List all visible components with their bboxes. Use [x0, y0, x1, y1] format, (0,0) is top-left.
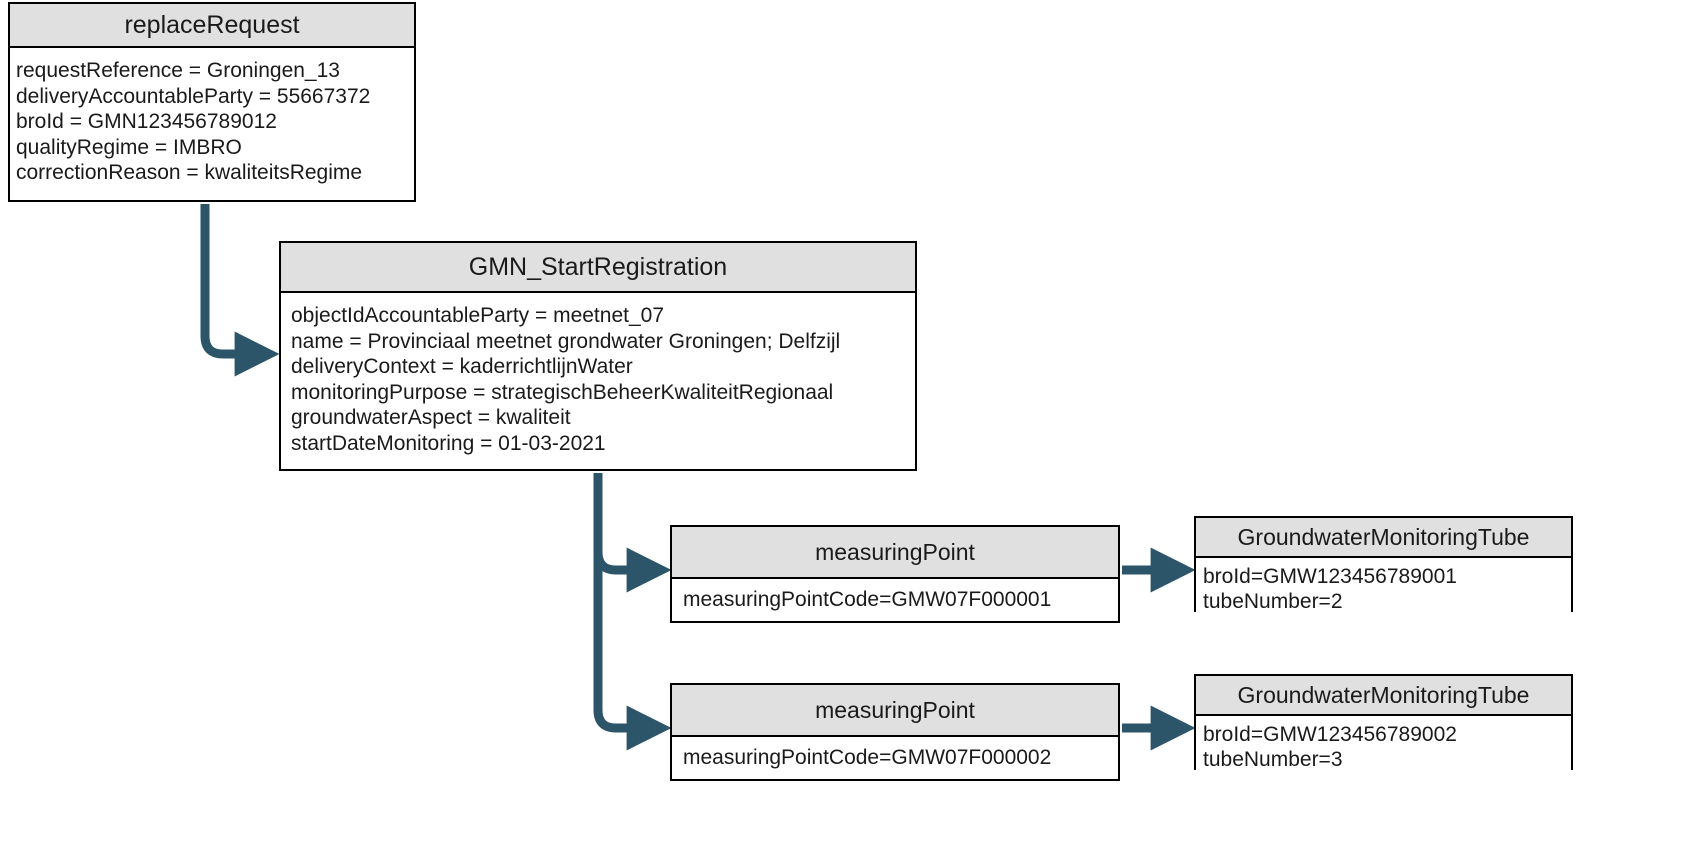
uml-box-attributes: requestReference = Groningen_13 delivery…: [10, 48, 414, 192]
uml-box-header: GroundwaterMonitoringTube: [1196, 518, 1571, 558]
uml-box-attributes: measuringPointCode=GMW07F000002: [672, 737, 1118, 778]
attribute-row: measuringPointCode=GMW07F000001: [683, 588, 1052, 611]
uml-box-attributes: objectIdAccountableParty = meetnet_07 na…: [281, 293, 915, 462]
uml-box-gmn-startregistration: GMN_StartRegistration objectIdAccountabl…: [279, 241, 917, 471]
attribute-row: name = Provinciaal meetnet grondwater Gr…: [291, 329, 841, 353]
attribute-row: tubeNumber=3: [1203, 748, 1343, 771]
attribute-row: groundwaterAspect = kwaliteit: [291, 406, 571, 429]
uml-box-groundwater-monitoring-tube-1: GroundwaterMonitoringTube broId=GMW12345…: [1194, 516, 1573, 618]
attribute-row: qualityRegime = IMBRO: [16, 135, 242, 159]
uml-box-replace-request: replaceRequest requestReference = Gronin…: [8, 2, 416, 202]
uml-box-attributes: measuringPointCode=GMW07F000001: [672, 579, 1118, 620]
connector-startregistration-to-measuringpoint-2: [593, 473, 672, 751]
attribute-row: deliveryAccountableParty = 55667372: [16, 84, 371, 108]
attribute-row: startDateMonitoring = 01-03-2021: [291, 431, 606, 455]
attribute-row: requestReference = Groningen_13: [16, 59, 340, 82]
attribute-row: broId=GMW123456789001: [1203, 565, 1457, 588]
attribute-row: tubeNumber=2: [1203, 590, 1343, 613]
attribute-row: monitoringPurpose = strategischBeheerKwa…: [291, 380, 834, 404]
connector-startregistration-to-measuringpoint-1: [593, 473, 672, 593]
attribute-row: measuringPointCode=GMW07F000002: [683, 746, 1052, 769]
uml-box-groundwater-monitoring-tube-2: GroundwaterMonitoringTube broId=GMW12345…: [1194, 674, 1573, 776]
attribute-row: broId=GMW123456789002: [1203, 723, 1457, 746]
attribute-row: objectIdAccountableParty = meetnet_07: [291, 304, 664, 327]
attribute-row: broId = GMN123456789012: [16, 110, 277, 133]
connector-replacerequest-to-startregistration: [200, 204, 280, 377]
uml-box-measuring-point-1: measuringPoint measuringPointCode=GMW07F…: [670, 525, 1120, 623]
uml-box-attributes: broId=GMW123456789001 tubeNumber=2: [1196, 558, 1571, 618]
uml-box-header: replaceRequest: [10, 4, 414, 48]
uml-box-header: GroundwaterMonitoringTube: [1196, 676, 1571, 716]
uml-box-measuring-point-2: measuringPoint measuringPointCode=GMW07F…: [670, 683, 1120, 781]
uml-box-header: measuringPoint: [672, 527, 1118, 579]
attribute-row: correctionReason = kwaliteitsRegime: [16, 161, 363, 184]
uml-box-header: GMN_StartRegistration: [281, 243, 915, 293]
uml-box-header: measuringPoint: [672, 685, 1118, 737]
attribute-row: deliveryContext = kaderrichtlijnWater: [291, 355, 633, 378]
uml-box-attributes: broId=GMW123456789002 tubeNumber=3: [1196, 716, 1571, 776]
